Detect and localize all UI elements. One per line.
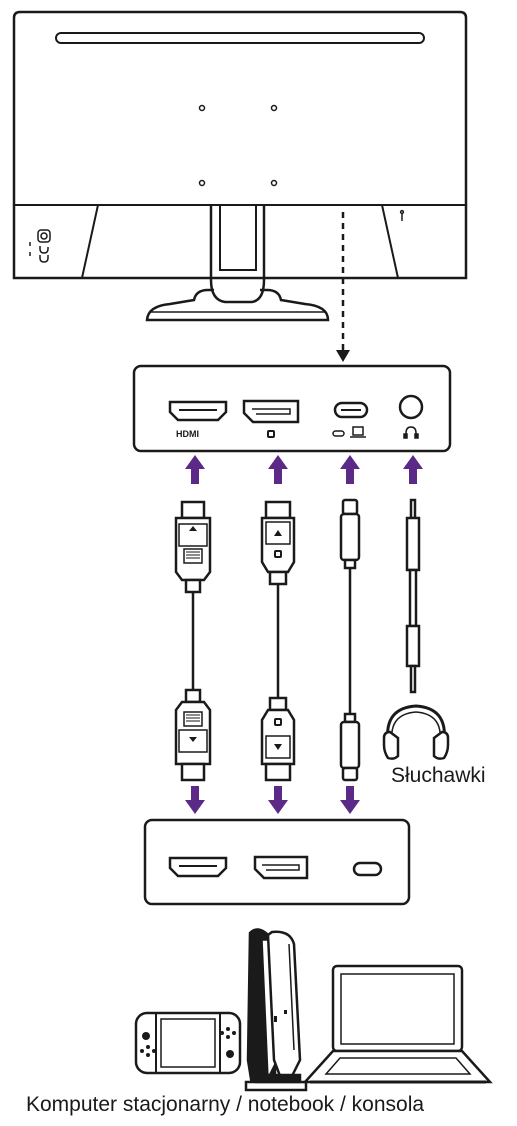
usb-c-laptop-icon bbox=[332, 426, 366, 438]
usb-c-cable bbox=[339, 498, 361, 782]
headphones-label: Słuchawki bbox=[391, 764, 486, 787]
hdmi-port-label: HDMI bbox=[176, 429, 199, 439]
arrows-to-devices bbox=[185, 786, 360, 814]
displayport-port-icon bbox=[242, 399, 300, 424]
game-console-icon bbox=[244, 928, 308, 1092]
headphone-port-icon bbox=[403, 426, 419, 439]
io-panel-leader-arrow bbox=[336, 350, 350, 362]
monitor-stand bbox=[145, 205, 330, 322]
handheld-console-icon bbox=[134, 1011, 242, 1075]
arrows-to-monitor bbox=[185, 455, 423, 484]
headphones-icon bbox=[382, 704, 450, 760]
displayport-icon bbox=[267, 430, 275, 438]
hdmi-port-icon bbox=[168, 400, 228, 422]
hdmi-cable bbox=[174, 500, 212, 782]
device-hdmi-port-icon bbox=[168, 856, 228, 878]
monitor-top-slot bbox=[55, 32, 425, 44]
monitor-io-panel: HDMI bbox=[132, 364, 452, 453]
kensington-lock-icon bbox=[399, 209, 405, 221]
displayport-cable bbox=[260, 500, 296, 782]
usb-c-port-icon bbox=[333, 401, 369, 419]
devices-label: Komputer stacjonarny / notebook / konsol… bbox=[26, 1093, 425, 1116]
device-io-panel bbox=[143, 818, 411, 906]
laptop-device-icon bbox=[302, 964, 493, 1084]
monitor-back bbox=[12, 10, 468, 322]
vesa-holes bbox=[198, 104, 278, 187]
headphone-jack-icon bbox=[398, 394, 424, 420]
device-displayport-port-icon bbox=[253, 855, 309, 880]
device-usb-c-port-icon bbox=[352, 861, 383, 877]
monitor-buttons bbox=[29, 229, 51, 263]
headphone-cable bbox=[405, 498, 421, 694]
